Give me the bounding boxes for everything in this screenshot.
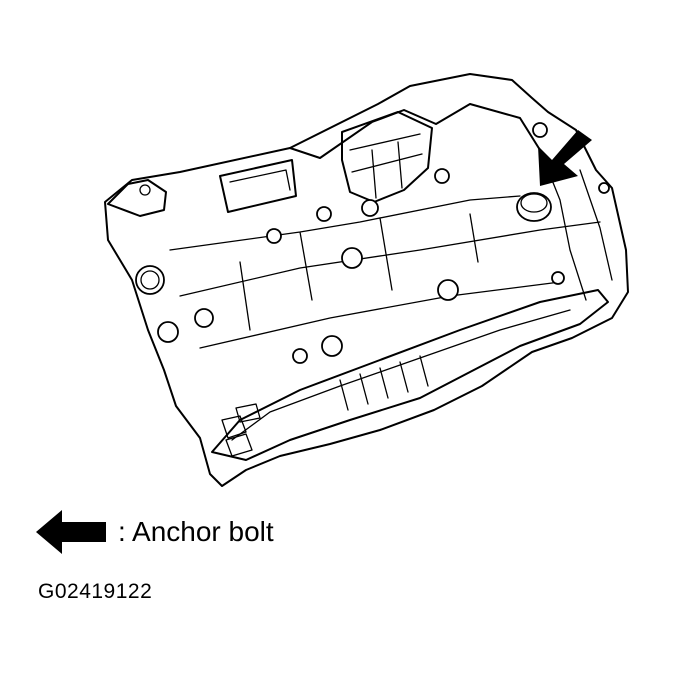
valve-fittings (221, 403, 261, 457)
boss-mid-6 (292, 348, 308, 364)
left-mount-hole (139, 184, 151, 196)
boss-mid-7 (321, 335, 343, 357)
housing-outline (104, 73, 629, 487)
top-flange (289, 103, 541, 159)
anchor-bolt-pointer-arrow (538, 130, 592, 186)
black-left-arrow-icon (36, 510, 106, 554)
legend-label: : Anchor bolt (118, 516, 274, 547)
transmission-case-drawing (104, 73, 629, 487)
pad-inner-edge (229, 169, 291, 191)
left-mount-boss (107, 179, 167, 217)
boss-mid-2 (266, 228, 282, 244)
boss-left-large (135, 265, 165, 295)
boss-right-2 (551, 271, 565, 285)
upper-casting (341, 111, 433, 203)
boss-left-mid (157, 321, 179, 343)
boss-left-large-inner (140, 270, 160, 290)
anchor-bolt (516, 192, 552, 222)
boss-mid-4 (341, 247, 363, 269)
rectangular-pad (219, 159, 297, 213)
upper-casting-rib (349, 133, 423, 199)
lower-cover-inner (231, 309, 571, 441)
boss-mid-5 (361, 199, 379, 217)
lower-cover (211, 289, 609, 461)
boss-right-1 (598, 182, 610, 194)
anchor-bolt-top (520, 193, 548, 213)
boss-mid-8 (437, 279, 459, 301)
figure-id: G02419122 (38, 580, 153, 603)
boss-mid-3 (316, 206, 332, 222)
boss-right-3 (532, 122, 548, 138)
boss-mid-9 (434, 168, 450, 184)
boss-mid-1 (194, 308, 214, 328)
central-web (169, 195, 601, 349)
legend: : Anchor bolt (36, 510, 274, 554)
